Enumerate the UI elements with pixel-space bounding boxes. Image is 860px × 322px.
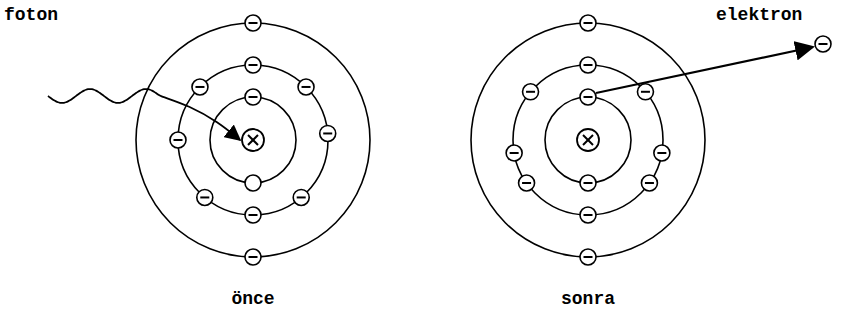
electron-circle <box>580 175 596 191</box>
electron-circle <box>654 145 670 161</box>
before-caption: önce <box>231 290 274 310</box>
minus-sign <box>323 132 332 134</box>
electron <box>197 189 213 205</box>
electron-circle <box>298 79 314 95</box>
minus-sign <box>819 43 828 45</box>
nucleus-cross <box>583 135 593 145</box>
electron-circle <box>580 15 596 31</box>
electron-shell <box>136 23 370 257</box>
minus-sign <box>510 152 519 154</box>
electron <box>245 207 261 223</box>
electron-circle <box>245 57 261 73</box>
minus-sign <box>641 91 650 93</box>
electron <box>245 89 261 105</box>
minus-sign <box>584 64 593 66</box>
electron <box>580 57 596 73</box>
nucleus-circle <box>242 129 264 151</box>
electron-circle <box>245 15 261 31</box>
nucleus-cross <box>248 135 258 145</box>
electron-circle <box>192 79 208 95</box>
minus-sign <box>195 86 204 88</box>
electron-circle <box>580 57 596 73</box>
electron-hole <box>245 175 261 191</box>
electron-circle <box>197 189 213 205</box>
electron <box>245 249 261 265</box>
electron-circle <box>245 207 261 223</box>
minus-sign <box>249 256 258 258</box>
electron <box>580 207 596 223</box>
electron-circle <box>580 207 596 223</box>
electron-circle <box>245 89 261 105</box>
minus-sign <box>174 139 183 141</box>
minus-sign <box>249 22 258 24</box>
electron-circle <box>580 249 596 265</box>
minus-sign <box>249 96 258 98</box>
electron <box>192 79 208 95</box>
minus-sign <box>645 182 654 184</box>
minus-sign <box>584 214 593 216</box>
electron-circle <box>637 84 653 100</box>
minus-sign <box>522 182 531 184</box>
electron-circle <box>245 175 261 191</box>
electron-shell <box>178 65 328 215</box>
minus-sign <box>584 182 593 184</box>
electron-circle <box>580 89 596 105</box>
minus-sign <box>657 152 666 154</box>
electron <box>580 89 596 105</box>
electron-circle <box>320 125 336 141</box>
minus-sign <box>584 96 593 98</box>
nucleus <box>577 129 599 151</box>
nucleus-cross <box>583 135 593 145</box>
nucleus-cross <box>248 135 258 145</box>
atom <box>136 15 370 265</box>
electron-shell <box>471 23 705 257</box>
electron <box>293 189 309 205</box>
ejection-arrow <box>596 47 813 93</box>
electron <box>580 175 596 191</box>
electron-label: elektron <box>716 6 802 26</box>
minus-sign <box>249 214 258 216</box>
electron <box>170 132 186 148</box>
photon-wave <box>48 89 240 140</box>
electron <box>320 125 336 141</box>
after-caption: sonra <box>561 290 615 310</box>
electron <box>654 145 670 161</box>
electron-shell <box>545 97 631 183</box>
minus-sign <box>302 86 311 88</box>
electron <box>298 79 314 95</box>
electron <box>637 84 653 100</box>
minus-sign <box>297 196 306 198</box>
photon-label: foton <box>4 6 58 26</box>
electron-circle <box>293 189 309 205</box>
electron-circle <box>815 36 831 52</box>
minus-sign <box>584 22 593 24</box>
atom <box>471 15 705 265</box>
electron-shell <box>513 65 663 215</box>
minus-sign <box>584 256 593 258</box>
electron <box>641 175 657 191</box>
electron-circle <box>641 175 657 191</box>
electron <box>506 145 522 161</box>
electron <box>523 84 539 100</box>
minus-sign <box>249 64 258 66</box>
electron <box>245 15 261 31</box>
electron-circle <box>245 249 261 265</box>
electron-shell <box>210 97 296 183</box>
minus-sign <box>200 196 209 198</box>
electron <box>519 175 535 191</box>
electron <box>815 36 831 52</box>
electron <box>580 15 596 31</box>
nucleus-circle <box>577 129 599 151</box>
nucleus <box>242 129 264 151</box>
electron-circle <box>170 132 186 148</box>
electron-circle <box>519 175 535 191</box>
minus-sign <box>526 91 535 93</box>
electron <box>245 57 261 73</box>
electron-circle <box>506 145 522 161</box>
electron-circle <box>523 84 539 100</box>
electron <box>580 249 596 265</box>
